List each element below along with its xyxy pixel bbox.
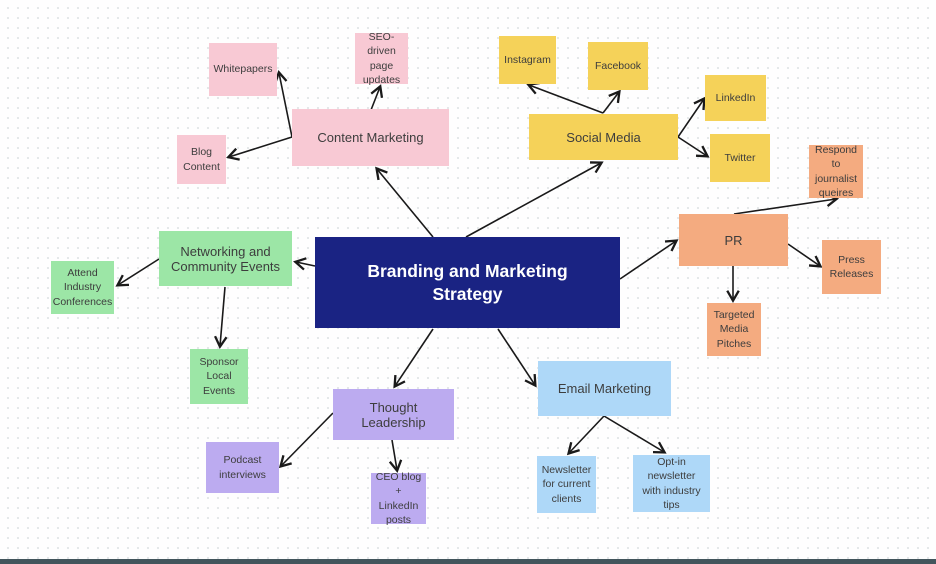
- node-attend-industry-conferences[interactable]: Attend Industry Conferences: [51, 261, 114, 314]
- node-optin-newsletter[interactable]: Opt-in newsletter with industry tips: [633, 455, 710, 512]
- node-ceo-blog-linkedin-posts[interactable]: CEO blog + LinkedIn posts: [371, 471, 426, 526]
- node-networking-community-events[interactable]: Networking and Community Events: [159, 231, 292, 286]
- arrow-center-to-networking: [293, 257, 316, 271]
- node-thought-leadership[interactable]: Thought Leadership: [333, 389, 454, 440]
- node-podcast-interviews[interactable]: Podcast interviews: [206, 442, 279, 493]
- node-twitter[interactable]: Twitter: [710, 134, 770, 182]
- node-blog-content[interactable]: Blog Content: [177, 135, 226, 184]
- arrow-content-to-seo: [370, 84, 384, 111]
- node-content-marketing[interactable]: Content Marketing: [292, 109, 449, 166]
- arrow-center-to-email: [497, 328, 537, 388]
- node-whitepapers[interactable]: Whitepapers: [209, 43, 277, 96]
- node-facebook[interactable]: Facebook: [588, 42, 648, 90]
- arrow-center-to-pr: [619, 239, 679, 280]
- arrow-social-to-facebook: [602, 89, 621, 114]
- node-pr[interactable]: PR: [679, 214, 788, 266]
- node-linkedin[interactable]: LinkedIn: [705, 75, 766, 121]
- arrow-pr-to-respond: [733, 193, 840, 215]
- node-seo-driven-page-updates[interactable]: SEO-driven page updates: [355, 31, 408, 86]
- arrow-email-to-newsletter: [566, 415, 605, 456]
- node-press-releases[interactable]: Press Releases: [822, 240, 881, 294]
- arrow-social-to-linkedin: [677, 96, 706, 138]
- arrow-thought-to-podcast: [278, 412, 334, 469]
- node-sponsor-local-events[interactable]: Sponsor Local Events: [190, 349, 248, 404]
- node-email-marketing[interactable]: Email Marketing: [538, 361, 671, 416]
- bottom-edge-bar: [0, 559, 936, 564]
- node-targeted-media-pitches[interactable]: Targeted Media Pitches: [707, 303, 761, 356]
- arrow-center-to-content: [375, 166, 434, 238]
- node-newsletter-current-clients[interactable]: Newsletter for current clients: [537, 456, 596, 513]
- node-respond-journalist-queries[interactable]: Respond to journalist queires: [809, 144, 863, 199]
- arrow-thought-to-ceo: [388, 439, 403, 474]
- arrow-content-to-blog: [226, 136, 293, 161]
- arrow-networking-to-sponsor: [214, 286, 228, 350]
- node-instagram[interactable]: Instagram: [499, 36, 556, 84]
- arrow-center-to-social: [465, 161, 604, 238]
- arrow-email-to-optin: [603, 415, 667, 454]
- arrow-center-to-thought: [393, 328, 434, 389]
- arrow-social-to-twitter: [677, 136, 710, 158]
- arrow-content-to-whitepapers: [274, 70, 293, 138]
- node-branding-marketing-strategy[interactable]: Branding and Marketing Strategy: [315, 237, 620, 328]
- arrow-pr-to-press: [787, 243, 823, 268]
- node-social-media[interactable]: Social Media: [529, 114, 678, 160]
- arrow-networking-to-attend: [115, 258, 160, 287]
